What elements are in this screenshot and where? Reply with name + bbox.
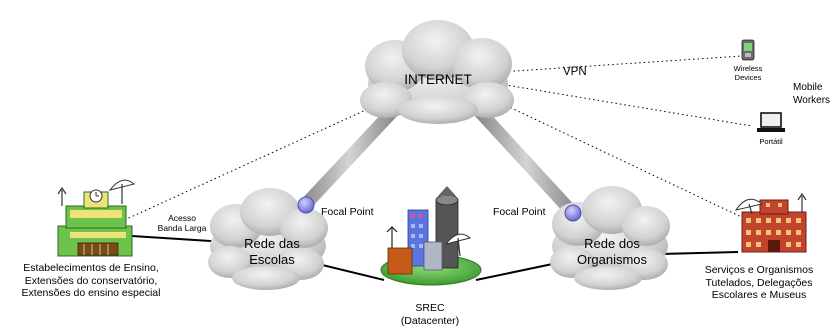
link-internet-wireless bbox=[499, 55, 743, 73]
estabelecimentos-label: Estabelecimentos de Ensino, Extensões do… bbox=[2, 262, 180, 300]
servicos-line3: Escolares e Museus bbox=[711, 289, 807, 302]
tube-internet-rede-escolas bbox=[299, 105, 399, 211]
rede-escolas-label-line2: Escolas bbox=[249, 251, 295, 267]
estabelecimentos-line1: Estabelecimentos de Ensino, bbox=[23, 262, 159, 274]
internet-cloud bbox=[360, 20, 514, 124]
link-rede-organismos-org bbox=[659, 251, 739, 255]
wireless-device-icon bbox=[741, 39, 755, 61]
mobile-workers-label-line2: Workers bbox=[793, 95, 831, 106]
internet-label: INTERNET bbox=[404, 72, 472, 87]
mobile-workers-label-line1: Mobile bbox=[793, 82, 823, 93]
acesso-label-line2: Banda Larga bbox=[157, 223, 207, 234]
srec-line2: (Datacenter) bbox=[400, 314, 460, 327]
focal-point-left-label: Focal Point bbox=[321, 206, 374, 218]
link-srec-rede-organismos bbox=[475, 261, 563, 281]
dotted-links bbox=[119, 55, 753, 223]
focal-point-right-node bbox=[564, 204, 582, 222]
link-internet-portatil bbox=[499, 83, 753, 127]
focal-point-left-node bbox=[297, 196, 315, 214]
laptop-icon bbox=[757, 112, 785, 132]
wireless-devices-label: Wireless Devices bbox=[724, 64, 772, 82]
servicos-line2: Tutelados, Delegações bbox=[705, 276, 813, 289]
rede-escolas-label-line1: Rede das bbox=[244, 236, 300, 251]
wireless-devices-label-line1: Wireless bbox=[733, 64, 763, 73]
mobile-workers-label: Mobile Workers bbox=[793, 81, 830, 107]
srec-line1: SREC bbox=[415, 302, 445, 314]
rede-organismos-label-line1: Rede dos bbox=[584, 236, 640, 251]
srec-datacenter-icon bbox=[380, 186, 482, 286]
rede-organismos-label: Rede dos Organismos bbox=[554, 236, 670, 267]
org-building-icon bbox=[734, 192, 807, 253]
school-building-icon bbox=[57, 179, 136, 257]
acesso-label-line1: Acesso bbox=[168, 213, 196, 223]
estabelecimentos-line2: Extensões do conservatório, bbox=[24, 274, 158, 287]
link-internet-school bbox=[119, 97, 393, 223]
tube-internet-rede-organismos bbox=[473, 105, 579, 219]
servicos-line1: Serviços e Organismos bbox=[704, 264, 814, 276]
srec-label: SREC (Datacenter) bbox=[382, 302, 478, 327]
link-school-rede-escolas bbox=[131, 235, 227, 243]
servicos-label: Serviços e Organismos Tutelados, Delegaç… bbox=[678, 264, 840, 302]
tube-connections bbox=[299, 105, 579, 228]
estabelecimentos-line3: Extensões do ensino especial bbox=[21, 287, 161, 300]
portatil-label: Portátil bbox=[759, 137, 783, 146]
acesso-banda-larga-label: Acesso Banda Larga bbox=[150, 213, 214, 233]
focal-point-right-label: Focal Point bbox=[493, 206, 546, 218]
wireless-devices-label-line2: Devices bbox=[734, 73, 762, 82]
rede-escolas-label: Rede das Escolas bbox=[222, 236, 322, 267]
vpn-label: VPN bbox=[563, 66, 587, 78]
rede-organismos-label-line2: Organismos bbox=[576, 251, 648, 267]
rede-escolas-cloud bbox=[208, 188, 328, 290]
